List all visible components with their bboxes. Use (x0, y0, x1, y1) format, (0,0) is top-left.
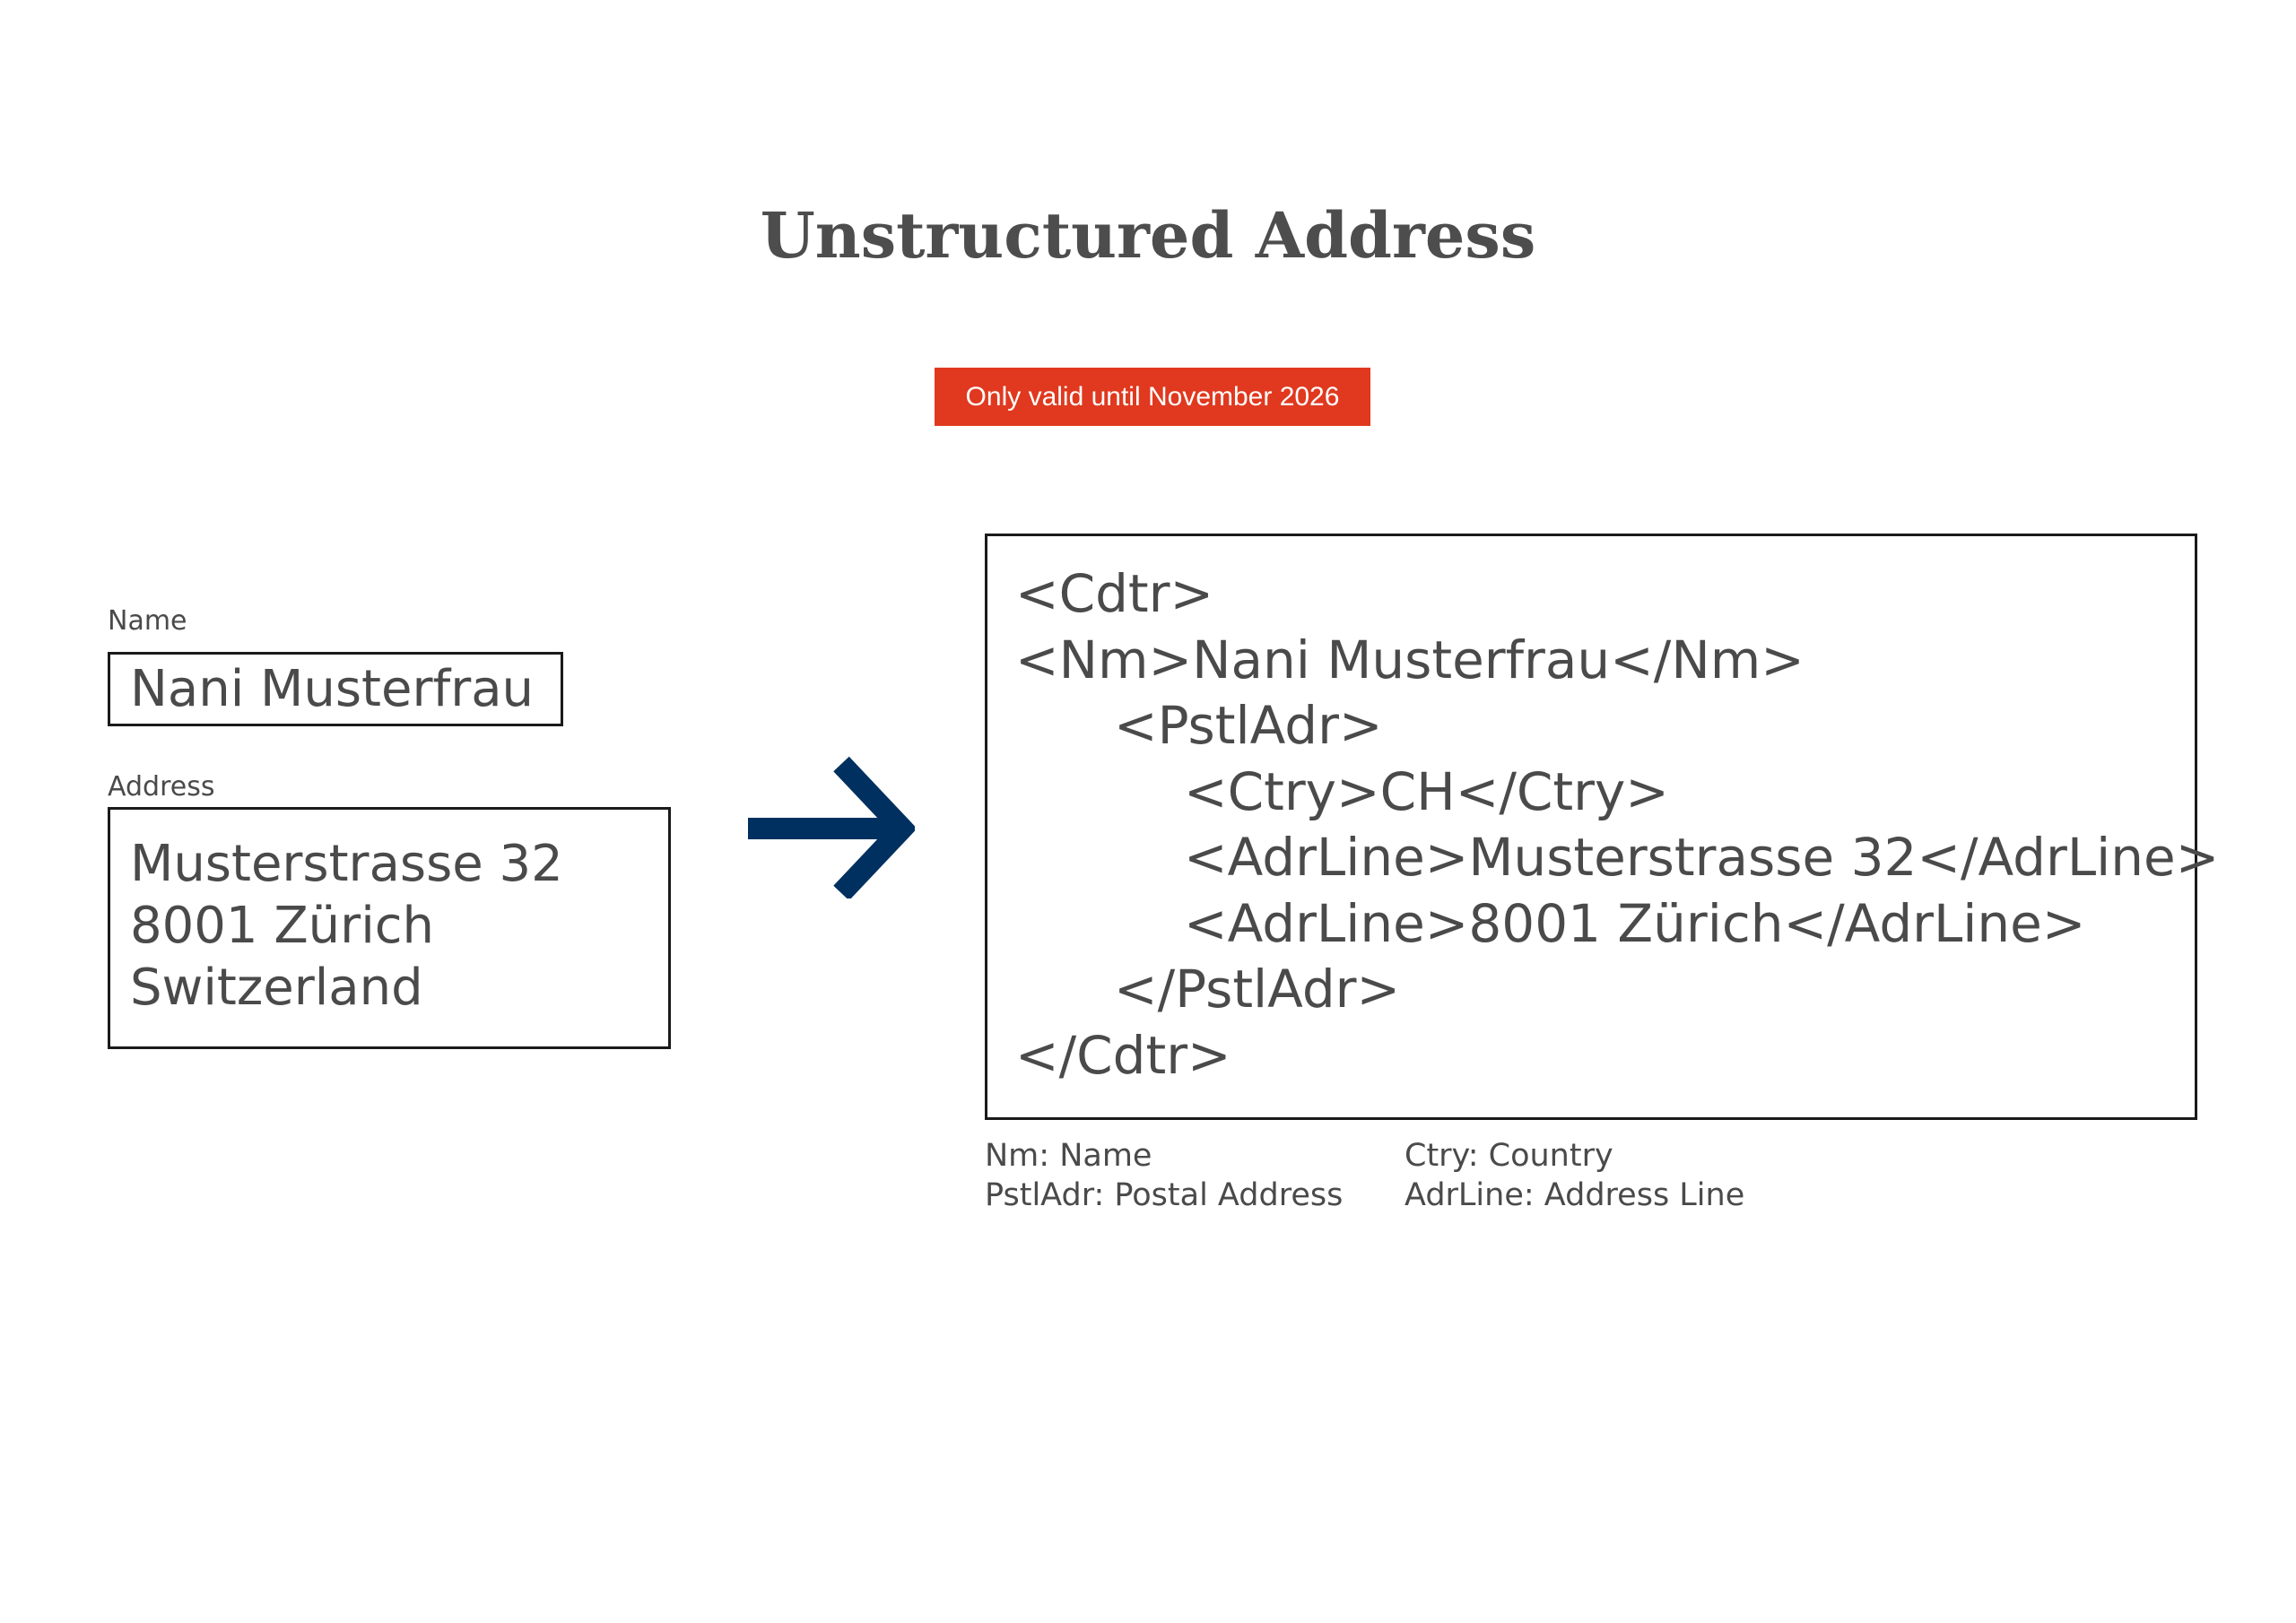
xml-line-ctry: <Ctry>CH</Ctry> (1184, 760, 1669, 822)
arrow-right-icon (748, 756, 915, 898)
xml-line-pstladr-open: <PstlAdr> (1114, 695, 1383, 756)
name-field: Nani Musterfrau (108, 652, 563, 726)
address-line-country: Switzerland (130, 959, 423, 1017)
name-label: Name (108, 605, 187, 637)
address-line-city: 8001 Zürich (130, 897, 435, 955)
legend-column-left: Nm: Name PstlAdr: Postal Address (985, 1136, 1343, 1215)
legend-item-ctry: Ctry: Country (1405, 1138, 1613, 1174)
legend-item-pstladr: PstlAdr: Postal Address (985, 1177, 1344, 1213)
xml-code-block: <Cdtr> <Nm>Nani Musterfrau</Nm> <PstlAdr… (985, 534, 2220, 1120)
validity-badge: Only valid until November 2026 (935, 368, 1370, 426)
address-field: Musterstrasse 32 8001 Zürich Switzerland (108, 807, 671, 1049)
xml-line-pstladr-close: </PstlAdr> (1114, 959, 1401, 1020)
address-line-street: Musterstrasse 32 (130, 835, 563, 893)
page-title: Unstructured Address (760, 198, 1536, 273)
xml-line-cdtr-open: <Cdtr> (1015, 563, 1214, 624)
legend-item-adrline: AdrLine: Address Line (1405, 1177, 1745, 1213)
address-label: Address (108, 771, 215, 803)
legend-column-right: Ctry: Country AdrLine: Address Line (1405, 1136, 1744, 1215)
xml-line-nm: <Nm>Nani Musterfrau</Nm> (1015, 629, 1805, 690)
xml-line-adrline-city: <AdrLine>8001 Zürich</AdrLine> (1184, 892, 2086, 954)
xml-line-adrline-street: <AdrLine>Musterstrasse 32</AdrLine> (1184, 827, 2220, 888)
xml-line-cdtr-close: </Cdtr> (1015, 1024, 1231, 1086)
legend-item-nm: Nm: Name (985, 1138, 1152, 1174)
